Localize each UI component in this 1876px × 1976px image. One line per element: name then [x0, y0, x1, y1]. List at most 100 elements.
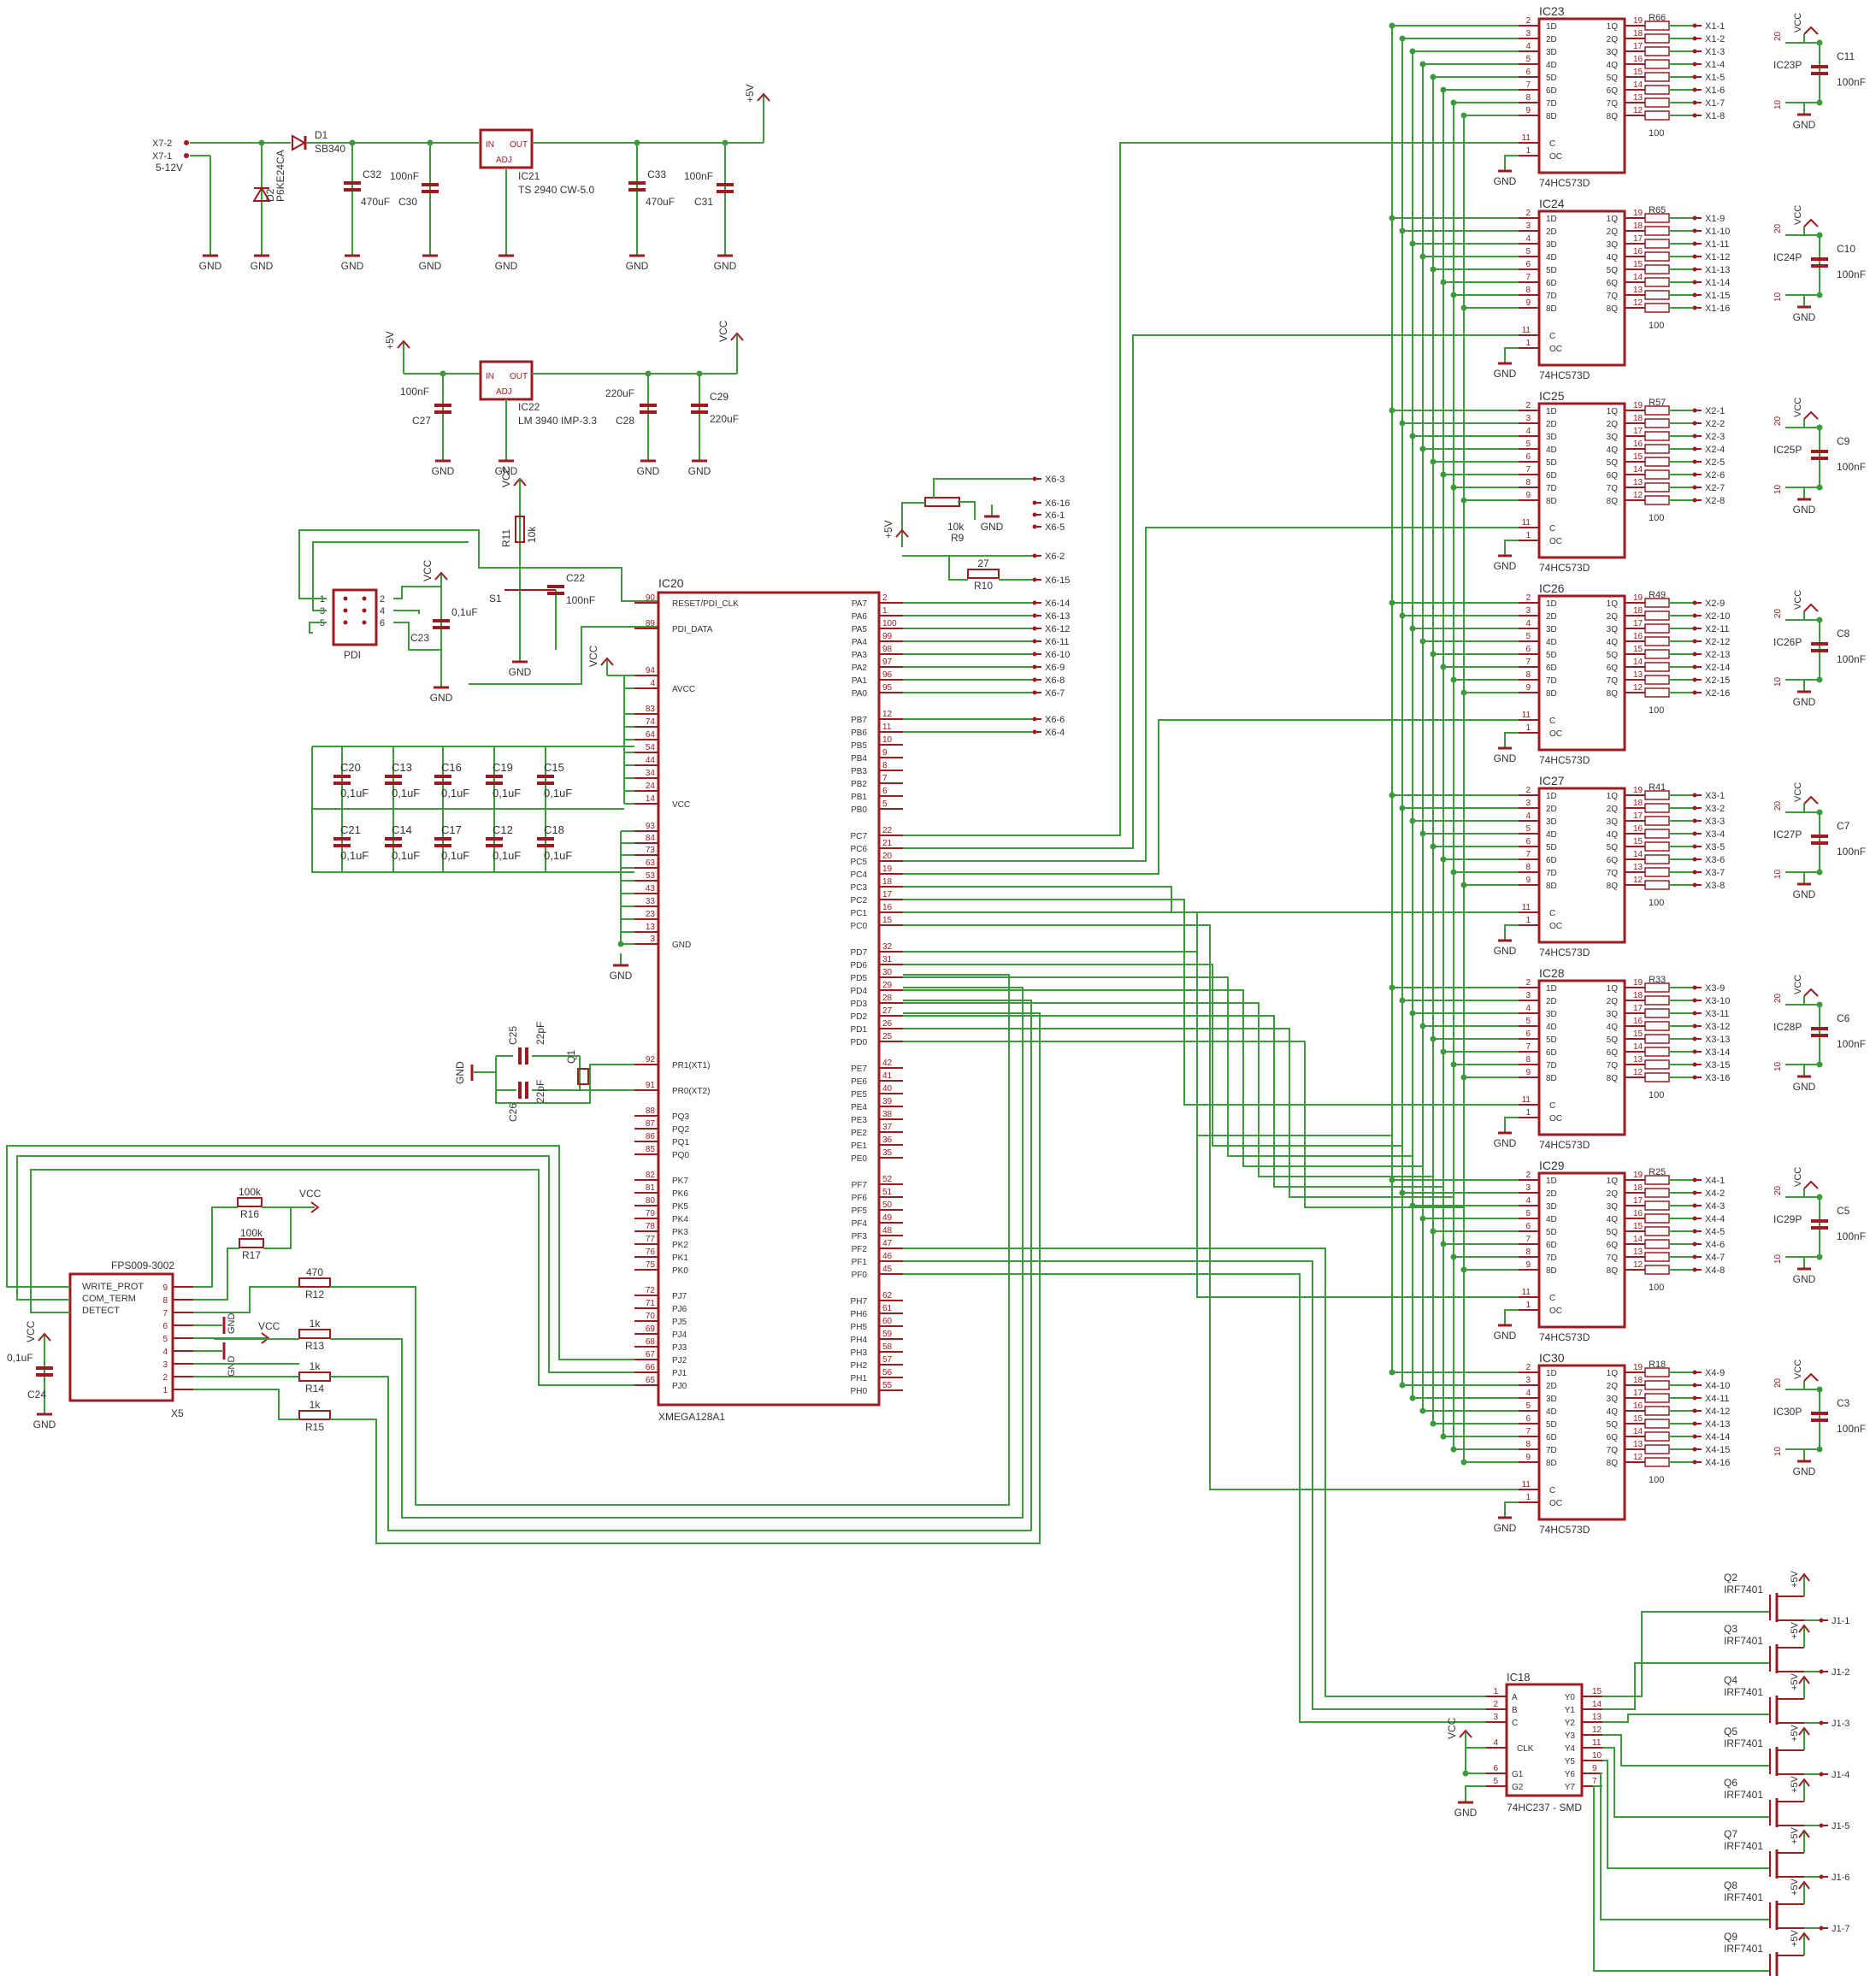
wire	[1504, 924, 1519, 941]
pin-number: 21	[882, 839, 893, 848]
pin-number: 2	[1493, 1700, 1498, 1709]
resistor-network-element	[1644, 1008, 1670, 1018]
supply-label: VCC	[1793, 782, 1803, 802]
capacitor-name: C16	[441, 761, 462, 774]
pin-label: PE3	[851, 1116, 867, 1125]
pin-label: Y4	[1565, 1744, 1576, 1754]
supply-arrow	[1798, 1880, 1810, 1890]
pin-number: 19	[1633, 786, 1643, 795]
pin-label: PF1	[852, 1258, 868, 1267]
capacitor-value: 100nF	[1837, 653, 1866, 665]
pin-number: 18	[1633, 1183, 1643, 1193]
pin-label: 1D	[1546, 792, 1557, 801]
pin-number: 39	[882, 1097, 893, 1106]
pin-label: Y7	[1565, 1783, 1576, 1792]
pin-label: PH4	[851, 1336, 868, 1345]
net-pad	[1692, 844, 1697, 849]
input-pin-label: X7-2	[152, 139, 172, 149]
net-label: X1-16	[1705, 304, 1730, 314]
resistor-network-element	[1644, 469, 1670, 480]
ground-label: GND	[227, 1313, 237, 1335]
ground-label: GND	[227, 1356, 237, 1377]
pin-label: 5D	[1546, 1420, 1557, 1430]
pin-number: 15	[1633, 260, 1643, 269]
ground-label: GND	[1494, 175, 1517, 187]
wire	[193, 1389, 299, 1420]
resistor-network-name: R41	[1649, 782, 1666, 793]
pin-label: 5Q	[1607, 651, 1619, 660]
pin-label: 7D	[1546, 99, 1557, 109]
supply-label: VCC	[1446, 1717, 1458, 1739]
d1-value: SB340	[315, 143, 345, 155]
net-label: X1-14	[1705, 278, 1730, 288]
junction-dot	[1816, 1386, 1823, 1393]
pin-number: 16	[1633, 632, 1643, 641]
pin-label: PD6	[851, 961, 868, 970]
pin-label: PD2	[851, 1012, 868, 1022]
pin-label: 5D	[1546, 843, 1557, 852]
wire	[1785, 804, 1805, 813]
pin-label: 7D	[1546, 484, 1557, 493]
pin-number: 6	[1493, 1764, 1498, 1773]
net-pad	[1032, 512, 1037, 517]
pin-label: 2D	[1546, 805, 1557, 814]
capacitor-name: C14	[392, 823, 412, 836]
pin-number: 9	[1525, 876, 1531, 885]
pin-label: AVCC	[672, 685, 695, 694]
pin-number: 17	[882, 890, 893, 900]
net-pad	[1692, 62, 1697, 67]
net-label: X3-4	[1705, 829, 1725, 840]
ground-label: GND	[341, 260, 364, 272]
pin-label: 1Q	[1607, 22, 1619, 32]
pin-number: 19	[1633, 1363, 1643, 1372]
pin-label: 2D	[1546, 1189, 1557, 1199]
pin-label: 8D	[1546, 689, 1557, 699]
resistor-network-element	[1644, 457, 1670, 467]
pin-number: 12	[1633, 106, 1643, 115]
pdi-pin	[343, 620, 348, 625]
pin-number: 11	[1522, 518, 1531, 528]
pin-label: C	[1512, 1719, 1518, 1728]
pin-number: 10	[1773, 1446, 1783, 1456]
pin-number: 74	[646, 717, 656, 727]
pin-label: C	[1549, 717, 1555, 726]
pin-label: 7D	[1546, 1061, 1557, 1071]
pin-number: 60	[882, 1317, 893, 1326]
pin-label: 7Q	[1607, 99, 1619, 109]
pin-label: 2Q	[1607, 420, 1619, 429]
pin-number: 7	[1525, 658, 1531, 667]
wire	[903, 964, 1402, 1147]
pin-number: 3	[1525, 221, 1531, 231]
net-label: X6-5	[1045, 522, 1065, 533]
pin-label: 4Q	[1607, 253, 1619, 262]
pin-label: 4D	[1546, 1023, 1557, 1032]
pin-number: 41	[882, 1071, 893, 1081]
pin-number: 3	[650, 935, 655, 944]
pin-number: 1	[1493, 1687, 1498, 1696]
pin-number: 6	[1525, 1029, 1531, 1039]
supply-label: +5V	[1790, 1775, 1800, 1793]
pin-label: 3Q	[1607, 817, 1619, 827]
resistor-name: R11	[500, 529, 512, 547]
net-label: X3-5	[1705, 842, 1725, 852]
resistor-network-element	[1644, 264, 1670, 274]
resistor-name: R15	[305, 1421, 324, 1433]
wire	[193, 1206, 238, 1288]
net-pad	[1692, 652, 1697, 657]
resistor-network-element	[1644, 251, 1670, 262]
crystal-name: Q1	[565, 1050, 577, 1064]
resistor-network-element	[1644, 1213, 1670, 1224]
wire	[1785, 419, 1805, 428]
pin-label: 4D	[1546, 1407, 1557, 1417]
ground-label: GND	[1793, 888, 1816, 900]
ground-label: GND	[1494, 560, 1517, 572]
pin-label: C	[1549, 1101, 1555, 1111]
supply-arrow	[1798, 1675, 1810, 1684]
mosfet-part: IRF7401	[1724, 1840, 1763, 1852]
pin-number: 12	[1633, 683, 1643, 693]
supply-label: VCC	[500, 465, 512, 487]
pin-number: 13	[1633, 1055, 1643, 1065]
card-pin-label: WRITE_PROT	[82, 1282, 144, 1292]
net-pad	[1692, 100, 1697, 105]
